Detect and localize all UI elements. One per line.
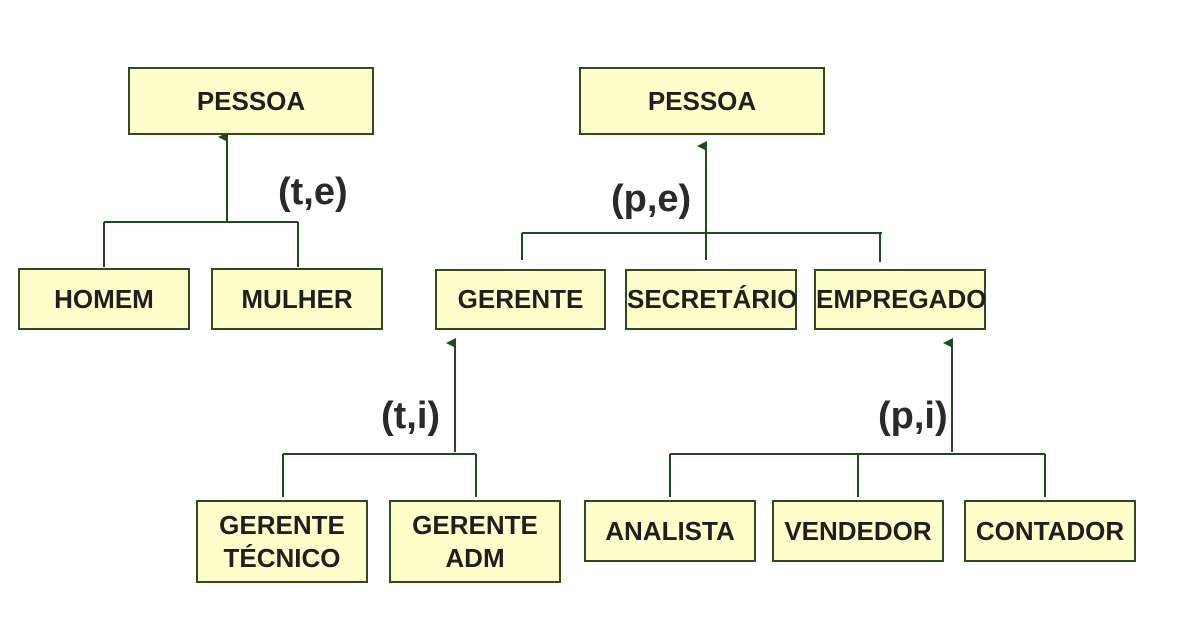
analista-box: ANALISTA	[584, 500, 756, 562]
empregado-box: EMPREGADO	[814, 269, 986, 330]
gerente-box: GERENTE	[435, 269, 606, 330]
vendedor-box: VENDEDOR	[772, 500, 944, 562]
constraint-label-pe: (p,e)	[611, 178, 692, 220]
gerente-adm-box: GERENTE ADM	[389, 500, 561, 583]
contador-box: CONTADOR	[964, 500, 1136, 562]
mulher-box: MULHER	[211, 268, 383, 330]
constraint-label-te: (t,e)	[278, 171, 348, 213]
secretario-box: SECRETÁRIO	[625, 269, 797, 330]
pessoa-box-left: PESSOA	[128, 67, 374, 135]
gerente-tecnico-box: GERENTE TÉCNICO	[196, 500, 368, 583]
constraint-label-pi: (p,i)	[878, 395, 948, 437]
pessoa-box-right: PESSOA	[579, 67, 825, 135]
homem-box: HOMEM	[18, 268, 190, 330]
constraint-label-ti: (t,i)	[381, 395, 441, 437]
